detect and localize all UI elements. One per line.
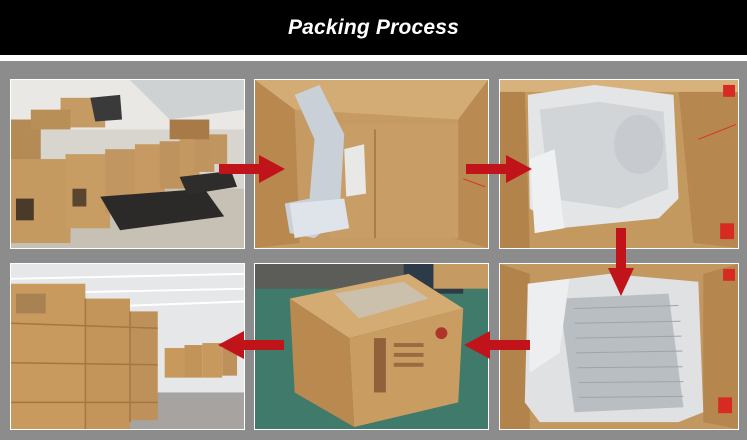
arrow-left-4-to-5 (464, 331, 530, 359)
header-bar: Packing Process (0, 0, 747, 55)
arrow-right-2-to-3 (466, 155, 532, 183)
photo-box-wrapped-product (499, 79, 739, 249)
header-divider (0, 55, 747, 61)
photo-wrapped-product-close (499, 263, 739, 430)
photo-sealed-box (254, 263, 489, 430)
page-title: Packing Process (287, 15, 460, 39)
arrow-left-5-to-6 (218, 331, 284, 359)
arrow-down-3-to-4 (608, 228, 634, 296)
photo-stacked-boxes (10, 263, 245, 430)
photo-open-box-bag (254, 79, 489, 249)
photo-warehouse-boxes (10, 79, 245, 249)
arrow-right-1-to-2 (219, 155, 285, 183)
